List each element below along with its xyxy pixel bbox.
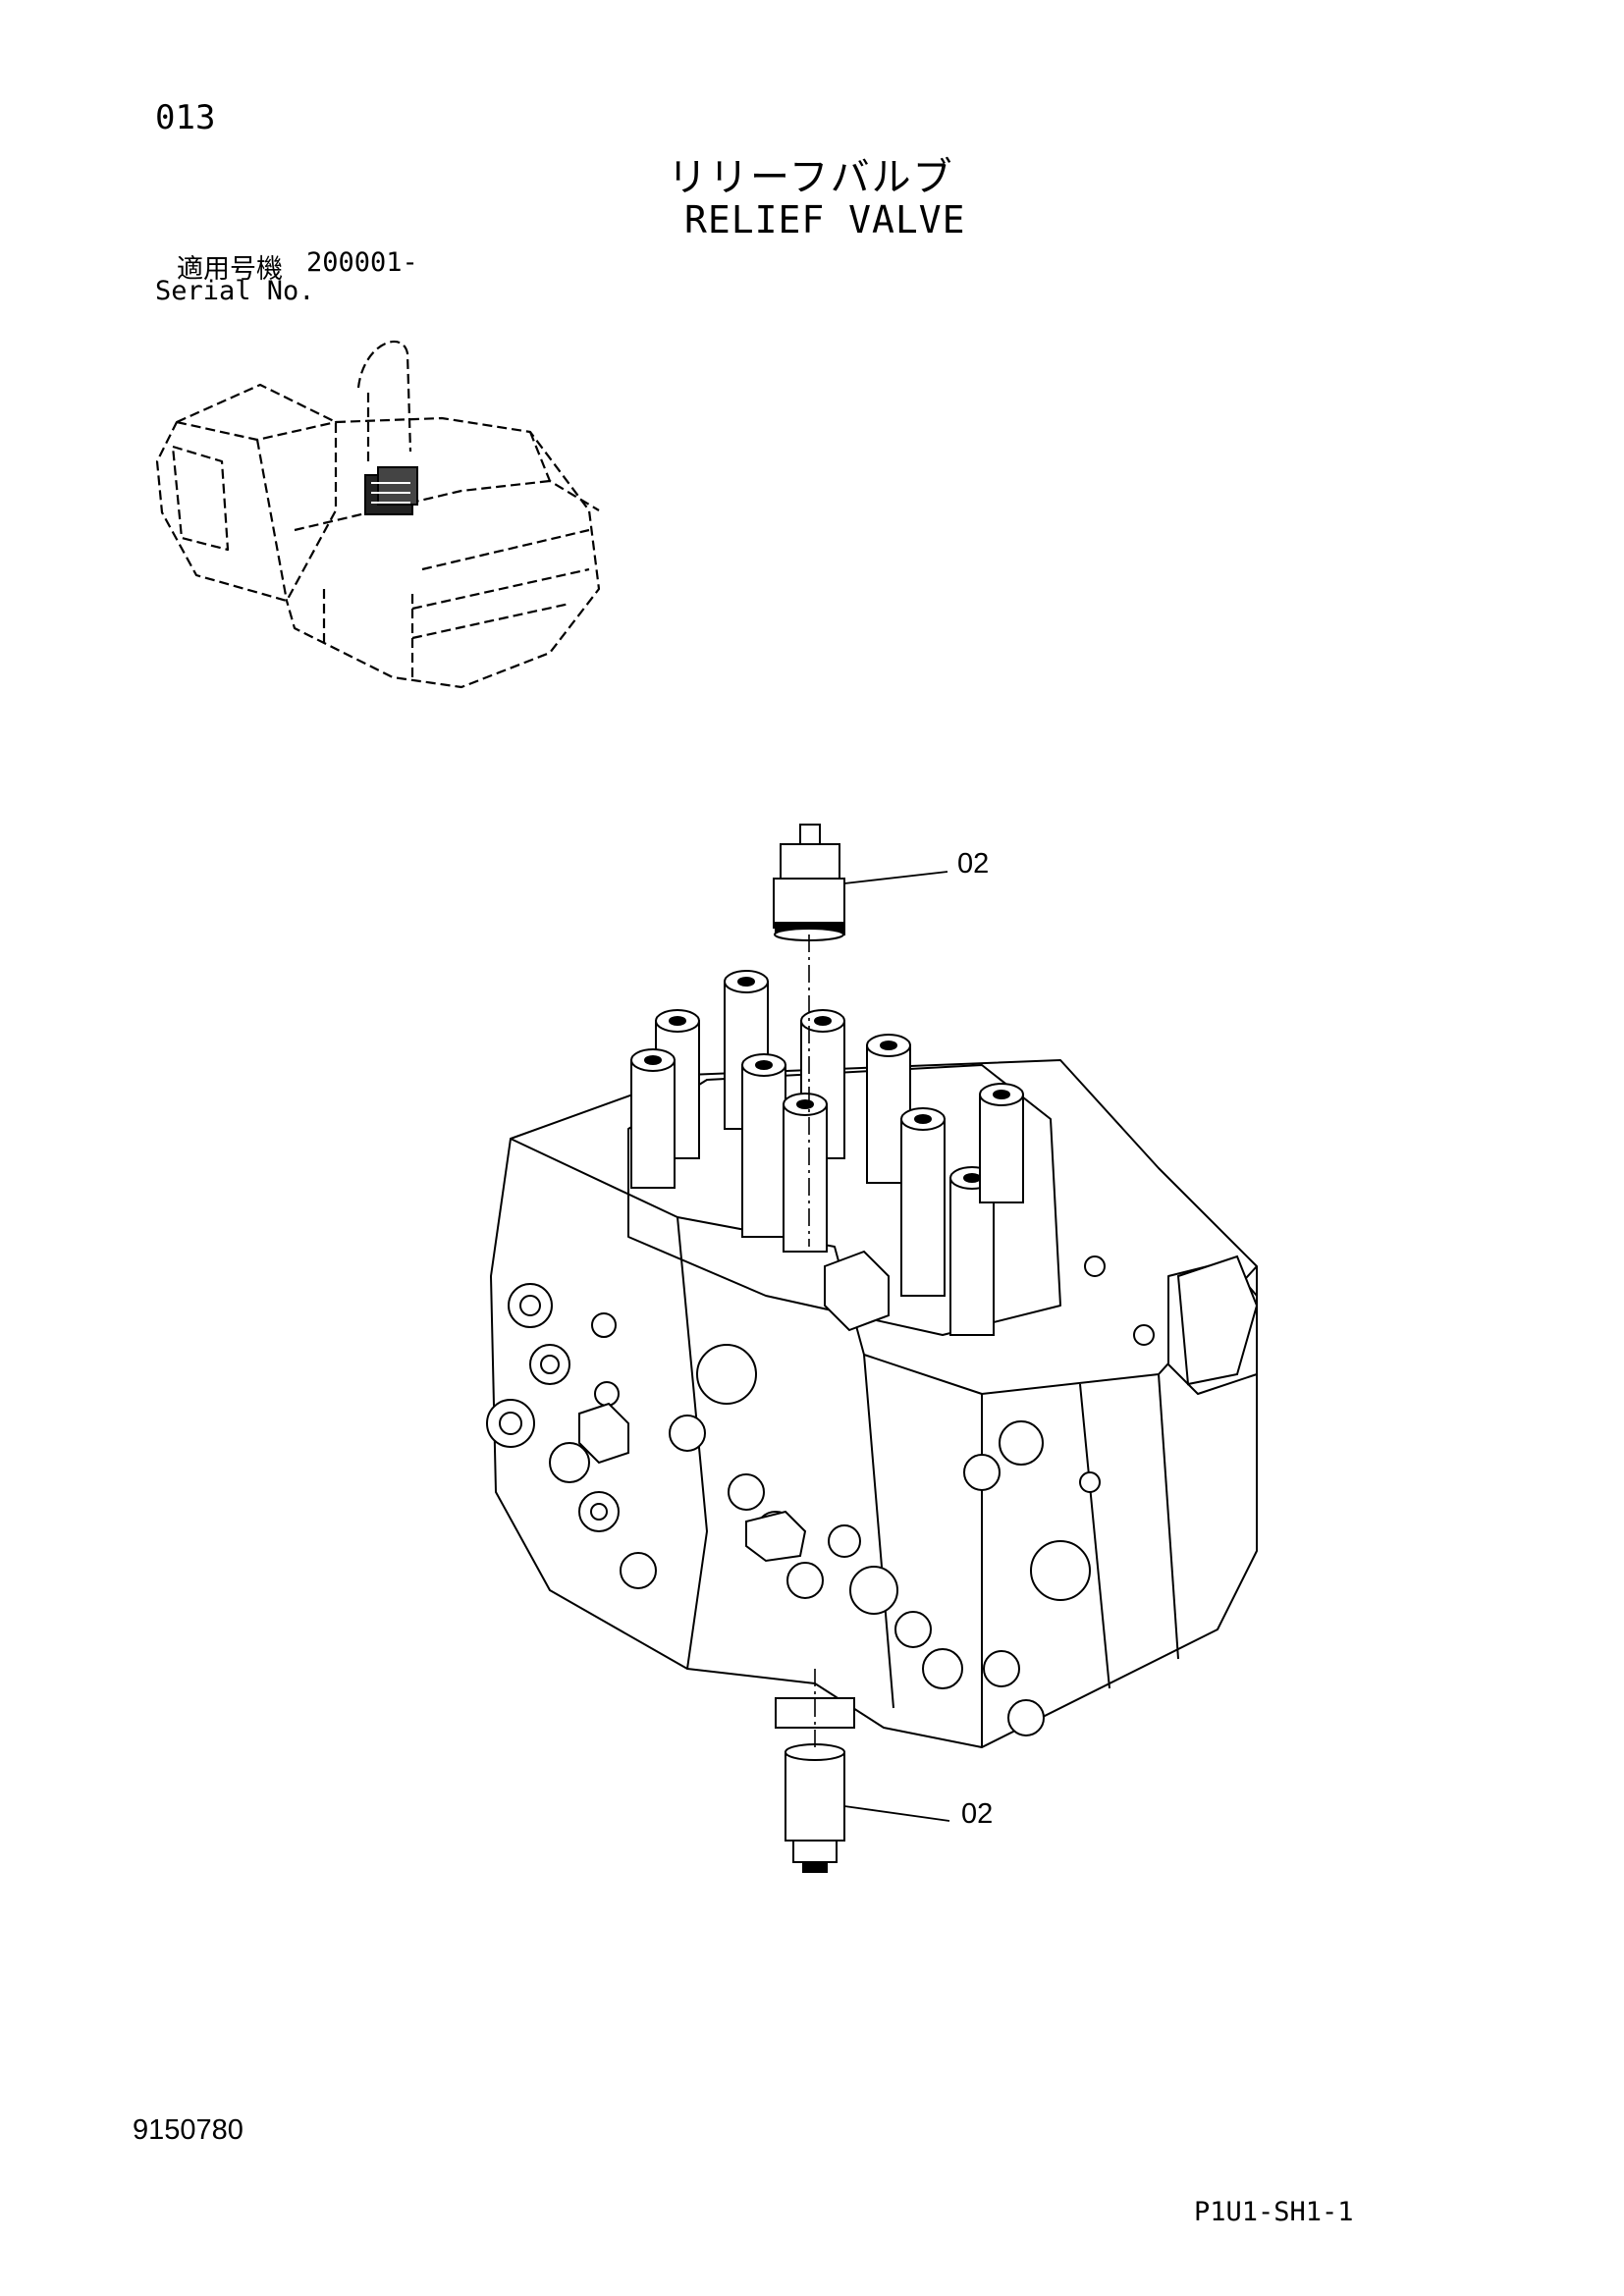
leader-lines <box>843 871 950 1822</box>
callout-label[interactable]: 02 <box>957 848 990 880</box>
valve-location-marker <box>364 466 418 515</box>
title-japanese: リリーフバルブ <box>668 155 954 200</box>
callout-label[interactable]: 02 <box>961 1798 994 1830</box>
center-lines <box>808 934 816 1752</box>
valve-ports <box>486 1250 1259 1736</box>
figure-number: 9150780 <box>133 2114 244 2146</box>
excavator-outline <box>155 341 601 689</box>
page-number: 013 <box>155 98 216 137</box>
sheet-id: P1U1-SH1-1 <box>1194 2197 1354 2227</box>
serial-value: 200001- <box>306 247 418 278</box>
serial-label-english: Serial No. <box>155 276 315 306</box>
relief-valve-top <box>773 824 845 941</box>
title-english: RELIEF VALVE <box>684 198 966 241</box>
serial-label-japanese: 適用号機 <box>177 254 283 285</box>
spool-caps <box>630 970 1024 1336</box>
leader-line-bottom <box>843 1805 950 1822</box>
leader-line-top <box>843 871 948 884</box>
